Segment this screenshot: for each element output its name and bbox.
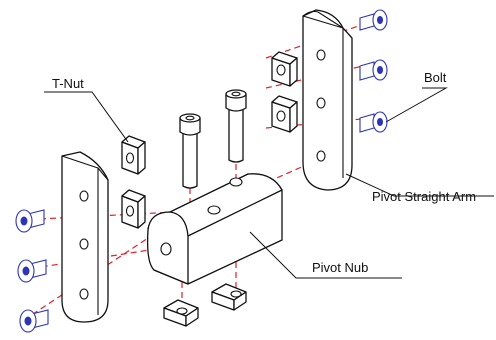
left-arm-plate (61, 151, 109, 323)
cap-screw-left (179, 113, 201, 189)
t-nut-right-lower (271, 95, 298, 133)
arm-hole-bottom (316, 150, 326, 162)
bolt-right-middle (359, 59, 388, 81)
nub-top-hole-right (229, 177, 243, 187)
pivot-nub-label: Pivot Nub (312, 260, 368, 275)
pivot-nub-callout: Pivot Nub (249, 231, 402, 279)
t-nut-right-upper (271, 51, 298, 87)
bolt-left-bottom (19, 309, 49, 333)
left-plate-hole-middle (79, 238, 89, 250)
bolt-right-top (359, 9, 388, 31)
left-plate-hole-bottom (79, 288, 89, 300)
pivot-straight-arm-label: Pivot Straight Arm (372, 189, 476, 204)
t-nut-label: T-Nut (52, 76, 84, 91)
left-plate-hole-top (79, 190, 89, 202)
bolt-callout: Bolt (385, 70, 448, 123)
bolt-right-bottom (359, 111, 388, 133)
t-nut-bottom-left (163, 299, 199, 327)
pivot-straight-arm-callout: Pivot Straight Arm (345, 173, 494, 204)
pivot-nub (146, 173, 283, 285)
nub-side-hole (160, 242, 172, 256)
t-nut-bottom-right (211, 283, 247, 311)
t-nut-callout: T-Nut (44, 76, 129, 143)
bolt-left-top (15, 209, 45, 233)
bolt-label: Bolt (424, 70, 447, 85)
pivot-straight-arm-plate (302, 9, 353, 191)
bolt-left-middle (17, 259, 47, 283)
arm-hole-top (316, 49, 326, 61)
t-nut-left-lower (121, 189, 146, 229)
nub-top-hole-left (207, 205, 221, 215)
cap-screw-right (225, 89, 247, 163)
arm-hole-middle (316, 97, 326, 109)
t-nut-left-upper (121, 135, 146, 175)
